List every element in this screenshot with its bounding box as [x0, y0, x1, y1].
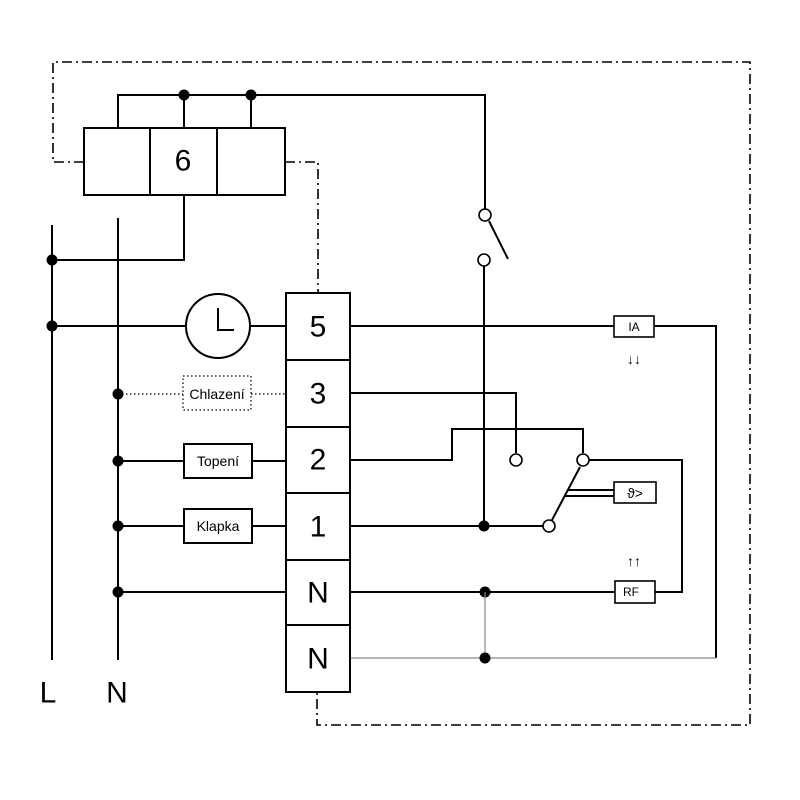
junction-dot [478, 520, 490, 532]
temp-sensor-box [613, 481, 657, 504]
terminal-5-label: 5 [310, 311, 327, 344]
terminal-2-label: 2 [310, 444, 327, 477]
rf-arrows: ↑↑ [627, 553, 641, 569]
terminal-n2-label: N [307, 643, 329, 676]
ia-label: IA [628, 320, 639, 334]
wire-t2-thermostat [350, 428, 584, 461]
junction-dot [178, 89, 190, 101]
relay-label: 6 [175, 145, 192, 178]
junction-dot [245, 89, 257, 101]
clock-hands [217, 308, 234, 331]
enclosure-border [52, 61, 751, 726]
thermostat-blade [551, 466, 581, 521]
wire-t3-thermostat [350, 392, 517, 453]
thermostat-contact [509, 453, 523, 467]
terminal-3-label: 3 [310, 378, 327, 411]
switch-contact [477, 253, 491, 267]
rf-module [614, 580, 656, 604]
wire-rf-return [589, 459, 683, 593]
terminal-n-label: N [307, 577, 329, 610]
thermostat-contact [576, 453, 590, 467]
chlazeni-box [182, 375, 252, 411]
rail-l-label: L [40, 677, 57, 710]
relay-box [83, 127, 286, 196]
switch-blade [488, 220, 509, 260]
junction-dot [46, 320, 58, 332]
relay-to-terminal-link [285, 161, 319, 293]
temp-sensor-label: ϑ> [627, 485, 643, 501]
junction-dot [46, 254, 58, 266]
relay-top-wire [117, 94, 486, 210]
ia-arrows: ↓↓ [627, 351, 641, 367]
klapka-label: Klapka [197, 518, 240, 534]
thermostat-common [542, 519, 556, 533]
relay-coil-wire [52, 195, 185, 261]
switch-contact [478, 208, 492, 222]
terminal-1-label: 1 [310, 511, 327, 544]
chlazeni-label: Chlazení [189, 386, 244, 402]
rf-label: RF [623, 585, 639, 599]
rail-n-label: N [106, 677, 128, 710]
junction-dot [479, 652, 491, 664]
topeni-label: Topení [197, 453, 239, 469]
wire-ia-n [654, 325, 717, 658]
